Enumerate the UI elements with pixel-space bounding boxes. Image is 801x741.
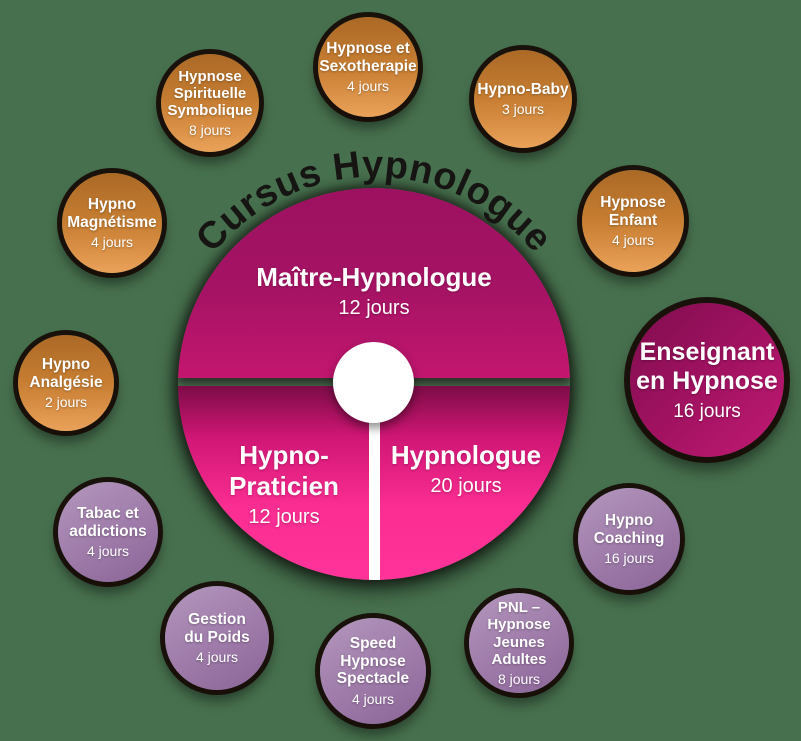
bubble-pnl-hypnose-jeunes-adultes: PNL – Hypnose Jeunes Adultes 8 jours	[469, 593, 569, 693]
bubble-gestion-du-poids: Gestion du Poids 4 jours	[165, 586, 269, 690]
bubble-label: Tabac et addictions	[69, 504, 147, 540]
bubble-label: Hypnose et Sexotherapie	[319, 39, 417, 75]
bubble-hypno-coaching: Hypno Coaching 16 jours	[578, 488, 680, 590]
bubble-label: Hypno Magnétisme	[67, 195, 157, 231]
bubble-label: Hypno Analgésie	[29, 355, 103, 391]
bubble-days: 3 jours	[501, 101, 545, 118]
bubble-speed-hypnose-spectacle: Speed Hypnose Spectacle 4 jours	[320, 618, 426, 724]
bubble-days: 16 jours	[604, 550, 654, 567]
segment-maitre-name: Maître-Hypnologue	[256, 262, 492, 292]
bubble-label: Enseignant en Hypnose	[636, 337, 778, 396]
bubble-label: Hypno Coaching	[593, 511, 665, 547]
bubble-days: 16 jours	[673, 400, 741, 422]
segment-praticien-label-block: Hypno-Praticien 12 jours	[194, 440, 374, 529]
bubble-label: Hypno-Baby	[477, 80, 569, 98]
bubble-label: Hypnose Enfant	[600, 193, 666, 229]
bubble-enseignant-en-hypnose: Enseignant en Hypnose 16 jours	[630, 303, 784, 457]
central-wheel: Maître-Hypnologue 12 jours Hypno-Pratici…	[178, 188, 570, 580]
segment-hypnologue-name: Hypnologue	[390, 440, 542, 470]
bubble-hypno-magnetisme: Hypno Magnétisme 4 jours	[62, 173, 162, 273]
segment-praticien-name: Hypno-Praticien	[229, 440, 339, 501]
bubble-hypnose-sexotherapie: Hypnose et Sexotherapie 4 jours	[318, 17, 418, 117]
segment-maitre-days: 12 jours	[338, 297, 410, 319]
segment-maitre-label-block: Maître-Hypnologue 12 jours	[178, 262, 570, 320]
bubble-days: 8 jours	[188, 122, 232, 139]
bubble-days: 4 jours	[346, 78, 390, 95]
bubble-days: 4 jours	[351, 690, 395, 707]
bubble-label: PNL – Hypnose Jeunes Adultes	[487, 599, 551, 668]
bubble-days: 4 jours	[611, 232, 655, 249]
bubble-days: 4 jours	[195, 649, 239, 666]
bubble-hypnose-enfant: Hypnose Enfant 4 jours	[582, 170, 684, 272]
segment-divider	[369, 384, 380, 580]
bubble-hypnose-spirituelle: Hypnose Spirituelle Symbolique 8 jours	[161, 54, 259, 152]
bubble-days: 4 jours	[90, 234, 134, 251]
segment-hypnologue-label-block: Hypnologue 20 jours	[376, 440, 556, 498]
bubble-tabac-addictions: Tabac et addictions 4 jours	[58, 482, 158, 582]
bubble-hypno-analgesie: Hypno Analgésie 2 jours	[18, 335, 114, 431]
bubble-days: 8 jours	[497, 670, 541, 687]
bubble-label: Gestion du Poids	[184, 610, 250, 646]
bubble-label: Speed Hypnose Spectacle	[336, 635, 410, 688]
center-hub	[333, 342, 414, 423]
bubble-hypno-baby: Hypno-Baby 3 jours	[474, 50, 572, 148]
bubble-label: Hypnose Spirituelle Symbolique	[167, 67, 253, 120]
segment-hypnologue-days: 20 jours	[430, 475, 502, 497]
bubble-days: 2 jours	[44, 394, 88, 411]
bubble-days: 4 jours	[86, 543, 130, 560]
segment-praticien-days: 12 jours	[248, 506, 320, 528]
